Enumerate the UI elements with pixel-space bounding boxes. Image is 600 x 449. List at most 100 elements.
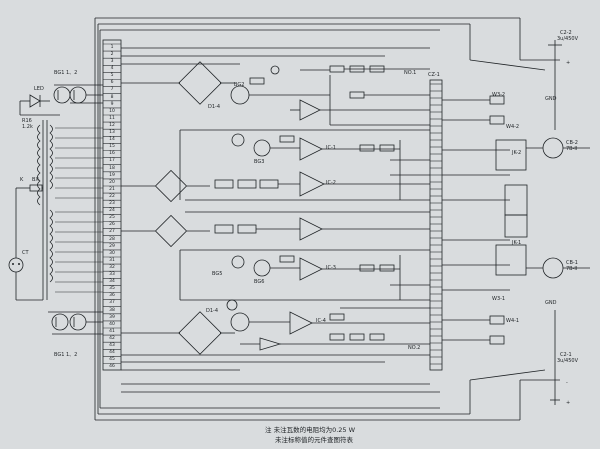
terminal-left-pin-number: 36 bbox=[109, 293, 115, 299]
terminal-left-pin-number: 13 bbox=[109, 130, 115, 135]
terminal-left-pin-number: 40 bbox=[109, 321, 115, 327]
terminal-left-pin-number: 35 bbox=[109, 286, 115, 292]
terminal-left-pin-number: 18 bbox=[109, 165, 115, 171]
led-resistor-value: 1.2k bbox=[22, 124, 33, 130]
footnote-line-1: 注 未注瓦数的电阻均为0.25 W bbox=[265, 426, 356, 434]
channel-1-rectifier bbox=[121, 61, 430, 126]
ic2-label: IC-2 bbox=[326, 180, 336, 186]
terminal-left-pin-number: 16 bbox=[109, 151, 115, 157]
terminal-left-pin-number: 15 bbox=[109, 144, 115, 150]
bridge-bottom-label: D1-4 bbox=[206, 308, 219, 314]
w3-1-label: W3-1 bbox=[492, 296, 506, 302]
right-output-section bbox=[442, 40, 590, 405]
terminal-left-pin-number: 3 bbox=[110, 59, 114, 64]
footnote-line-2: 未注标称值的元件查图符表 bbox=[275, 436, 353, 444]
cb2-value: 7B-II bbox=[566, 146, 578, 152]
terminal-left-pin-number: 30 bbox=[109, 250, 115, 256]
terminal-left-pin-number: 21 bbox=[109, 186, 115, 192]
cb2-label: CB-2 bbox=[566, 140, 578, 146]
terminal-left-pin-number: 19 bbox=[109, 172, 115, 178]
terminal-left-pin-number: 10 bbox=[109, 108, 115, 114]
led-label: LED bbox=[34, 86, 44, 92]
channel-2-amplifier bbox=[179, 249, 430, 301]
c2-1-value: 3u/450V bbox=[557, 358, 578, 364]
terminal-strip-right bbox=[429, 79, 443, 371]
bus-wiring bbox=[94, 17, 521, 421]
jk2-label: JK-2 bbox=[512, 150, 522, 156]
c2-2-value: 3u/450V bbox=[557, 36, 578, 42]
terminal-left-pin-number: 44 bbox=[109, 350, 115, 356]
plug-label: CT bbox=[22, 250, 29, 256]
switch-label: K bbox=[20, 177, 24, 183]
terminal-left-pin-number: 45 bbox=[109, 357, 115, 363]
w4-2-label: W4-2 bbox=[506, 124, 520, 130]
channel-1-amplifier bbox=[179, 129, 430, 200]
bg6-label: BG6 bbox=[254, 279, 265, 285]
terminal-left-pin-number: 7 bbox=[110, 87, 114, 93]
terminal-left-pin-number: 32 bbox=[109, 264, 115, 270]
bg5-label: BG5 bbox=[212, 271, 223, 277]
no2-label: NO.2 bbox=[408, 345, 421, 351]
bg1-bottom-label: BG1 1、2 bbox=[54, 352, 78, 358]
transformer bbox=[37, 120, 53, 300]
terminal-left-pin-number: 28 bbox=[109, 236, 115, 242]
terminal-left-pin-number: 29 bbox=[109, 243, 115, 249]
terminal-left-pin-number: 4 bbox=[110, 66, 114, 72]
jk1-label: JK-1 bbox=[512, 240, 522, 246]
terminal-left-pin-number: 8 bbox=[110, 94, 114, 100]
terminal-left-pin-number: 11 bbox=[109, 115, 115, 121]
terminal-left-pin-number: 46 bbox=[109, 364, 115, 370]
terminal-left-pin-number: 22 bbox=[109, 193, 115, 199]
channel-2-rectifier bbox=[121, 211, 430, 248]
bg3-label: BG3 bbox=[254, 159, 265, 165]
channel-2-output bbox=[121, 299, 430, 355]
terminal-left-pin-number: 39 bbox=[109, 314, 115, 320]
terminal-plus-top: + bbox=[566, 60, 571, 66]
terminal-minus-bottom: - bbox=[566, 380, 568, 386]
terminal-left-pin-number: 14 bbox=[109, 137, 115, 143]
terminal-left-pin-number: 42 bbox=[109, 335, 115, 341]
ic1-label: IC-1 bbox=[326, 145, 336, 151]
gnd-bottom-label: GND bbox=[545, 300, 557, 306]
terminal-left-pin-number: 34 bbox=[109, 279, 115, 285]
terminal-left-pin-number: 31 bbox=[109, 257, 115, 263]
cb1-label: CB-1 bbox=[566, 260, 578, 266]
terminal-left-pin-number: 23 bbox=[109, 201, 115, 206]
terminal-left-pin-number: 17 bbox=[109, 158, 115, 164]
ic3-label: IC-3 bbox=[326, 265, 336, 271]
c2-2-label: C2-2 bbox=[560, 30, 572, 36]
terminal-left-pin-number: 20 bbox=[109, 179, 115, 185]
channel-1-rectifier-mid bbox=[121, 169, 430, 203]
terminal-left-pin-number: 25 bbox=[109, 215, 115, 221]
c2-1-label: C2-1 bbox=[560, 352, 572, 358]
led-indicator bbox=[19, 94, 60, 116]
gnd-top-label: GND bbox=[545, 96, 557, 102]
bg1-top-label: BG1 1、2 bbox=[54, 70, 78, 76]
no1-label: NO.1 bbox=[404, 70, 417, 76]
terminal-left-pin-number: 6 bbox=[110, 80, 114, 86]
cz1-label: CZ-1 bbox=[428, 72, 440, 78]
terminal-strip-left bbox=[102, 39, 122, 371]
led-resistor-label: R16 bbox=[22, 118, 32, 124]
terminal-left-pin-number: 41 bbox=[109, 328, 115, 334]
bg2-label: BG2 bbox=[234, 82, 245, 88]
bridge-top-label: D1-4 bbox=[208, 104, 221, 110]
terminal-left-pin-number: 9 bbox=[110, 101, 114, 107]
terminal-plus-bottom: + bbox=[566, 400, 571, 406]
terminal-left-pin-number: 33 bbox=[109, 272, 115, 277]
terminal-left-pin-number: 37 bbox=[109, 300, 115, 306]
terminal-left-pin-number: 1 bbox=[110, 44, 114, 50]
terminal-left-pin-number: 12 bbox=[109, 122, 115, 128]
cb1-value: 7B-II bbox=[566, 266, 578, 272]
w4-1-label: W4-1 bbox=[506, 318, 520, 324]
terminal-left-pin-number: 26 bbox=[109, 222, 115, 228]
terminal-left-pin-number: 43 bbox=[109, 343, 115, 348]
w3-2-label: W3-2 bbox=[492, 92, 506, 98]
terminal-left-pin-number: 5 bbox=[110, 73, 114, 79]
terminal-left-pin-number: 2 bbox=[110, 51, 114, 57]
fuse-label: BX bbox=[32, 177, 39, 183]
terminal-left-pin-number: 27 bbox=[109, 229, 115, 235]
ic4-label: IC-4 bbox=[316, 318, 326, 324]
